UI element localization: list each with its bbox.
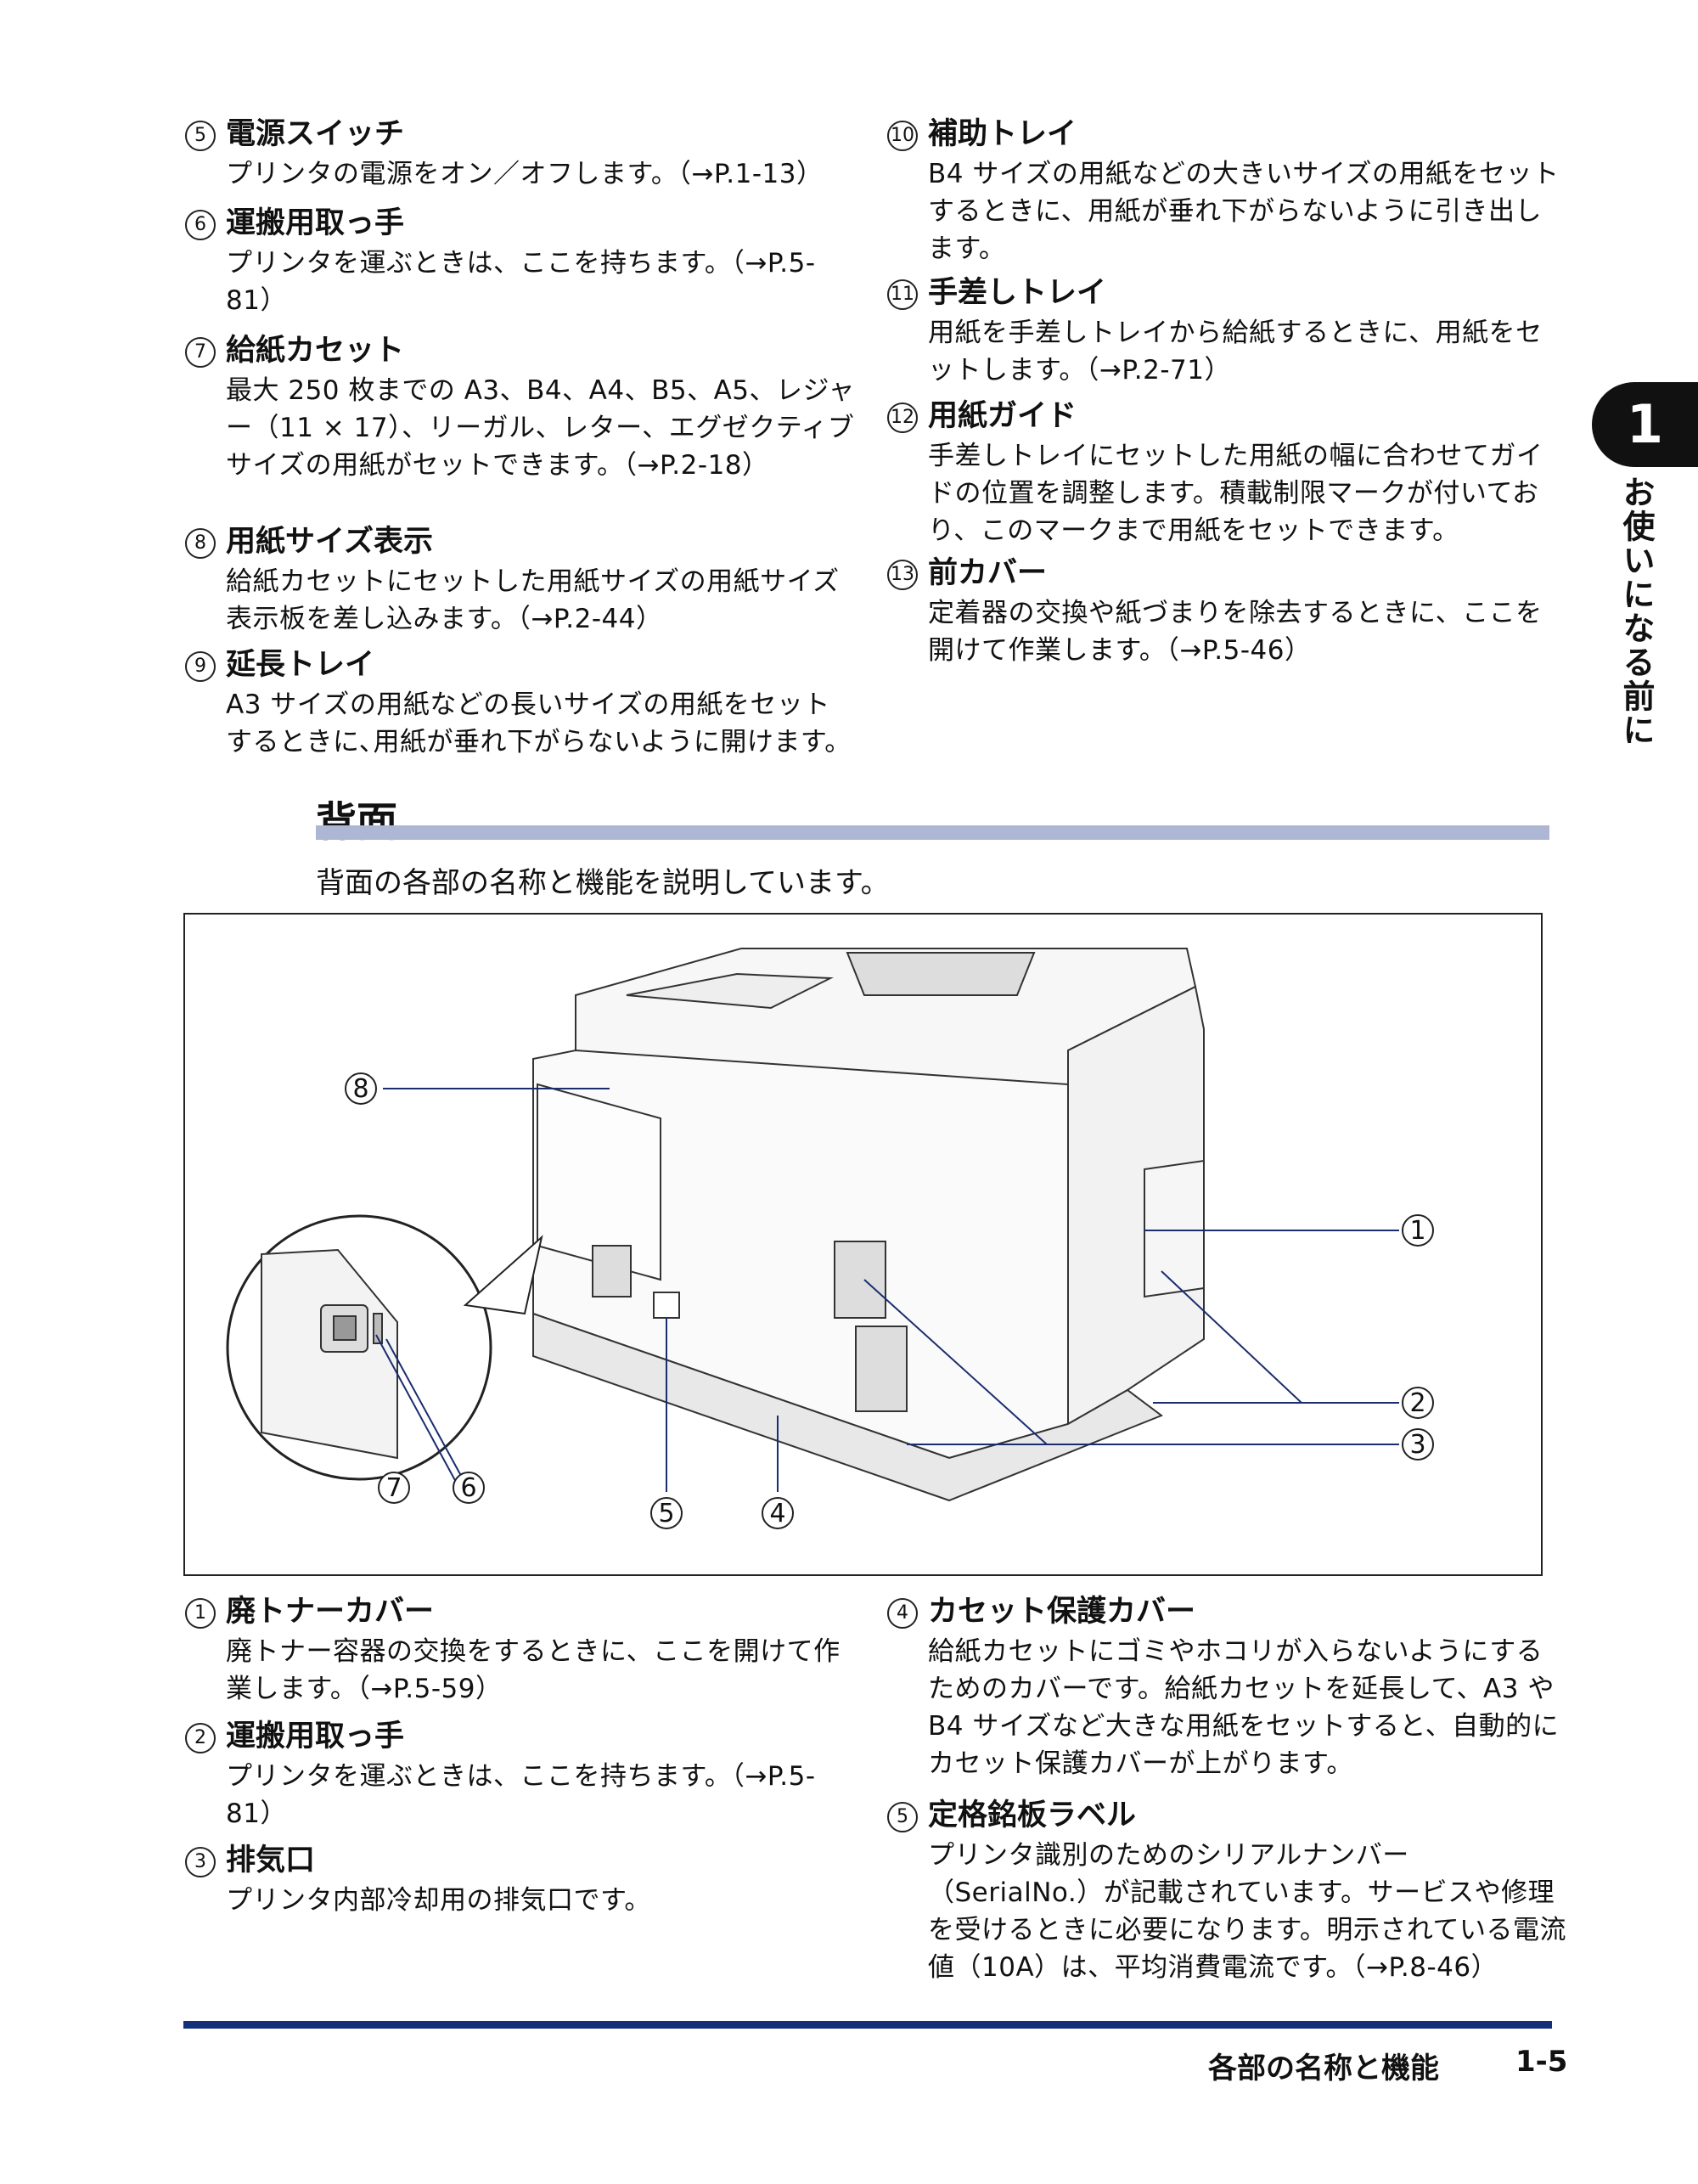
callout-number: 9: [185, 651, 216, 682]
item-title: 用紙サイズ表示: [226, 525, 433, 559]
callout-3-label: 3: [1409, 1430, 1425, 1460]
callout-2: [1402, 1387, 1434, 1419]
callout-8: [345, 1072, 377, 1105]
callout-number: 8: [185, 528, 216, 559]
item-title: カセット保護カバー: [928, 1595, 1196, 1629]
callout-number: 4: [887, 1598, 918, 1629]
item-paper-cassette: 7 給紙カセット 最大 250 枚までの A3、B4、A4、B5、A5、レジャー（…: [185, 331, 856, 484]
footer-section-title: 各部の名称と機能: [1208, 2052, 1439, 2085]
callout-number: 13: [887, 560, 918, 590]
item-extension-tray: 9 延長トレイ A3 サイズの用紙などの長いサイズの用紙をセットするときに､用紙が…: [185, 645, 856, 761]
callout-number: 10: [887, 121, 918, 151]
callout-8-label: 8: [352, 1074, 368, 1104]
item-paper-size-display: 8 用紙サイズ表示 給紙カセットにセットした用紙サイズの用紙サイズ表示板を差し込み…: [185, 522, 856, 638]
item-title: 定格銘板ラベル: [928, 1798, 1137, 1832]
callout-number: 7: [185, 337, 216, 368]
item-title: 運搬用取っ手: [226, 206, 405, 240]
item-auxiliary-tray: 10 補助トレイ B4 サイズの用紙などの大きいサイズの用紙をセットするときに、用…: [887, 115, 1566, 267]
item-title: 前カバー: [928, 556, 1048, 590]
chapter-tab[interactable]: 1: [1592, 382, 1698, 467]
callout-3: [1402, 1428, 1434, 1461]
item-description: プリンタ識別のためのシリアルナンバー（SerialNo.）が記載されています。サ…: [928, 1840, 1566, 1983]
item-description: 給紙カセットにセットした用紙サイズの用紙サイズ表示板を差し込みます。（→P.2-…: [226, 566, 840, 634]
item-title: 排気口: [226, 1843, 316, 1877]
item-front-cover: 13 前カバー 定着器の交換や紙づまりを除去するときに、ここを開けて作業します。（…: [887, 554, 1566, 669]
item-power-switch: 5 電源スイッチ プリンタの電源をオン／オフします。（→P.1-13）: [185, 115, 856, 193]
callout-1: [1402, 1214, 1434, 1247]
callout-number: 2: [185, 1723, 216, 1753]
item-rating-label: 5 定格銘板ラベル プリンタ識別のためのシリアルナンバー（SerialNo.）が記…: [887, 1796, 1566, 1986]
item-title: 補助トレイ: [928, 117, 1077, 151]
callout-4-label: 4: [769, 1499, 785, 1528]
item-title: 給紙カセット: [226, 334, 405, 368]
item-cassette-protection-cover: 4 カセット保護カバー 給紙カセットにゴミやホコリが入らないようにするためのカバー…: [887, 1592, 1566, 1782]
callout-number: 3: [185, 1847, 216, 1877]
section-intro: 背面の各部の名称と機能を説明しています。: [316, 866, 890, 900]
callout-number: 1: [185, 1598, 216, 1629]
callout-6: [453, 1472, 485, 1504]
section-underline: [316, 825, 1549, 840]
callout-6-label: 6: [460, 1473, 476, 1503]
item-description: 給紙カセットにゴミやホコリが入らないようにするためのカバーです。給紙カセットを延…: [928, 1636, 1560, 1779]
item-title: 電源スイッチ: [226, 117, 405, 151]
callout-2-label: 2: [1409, 1388, 1425, 1418]
item-paper-guide: 12 用紙ガイド 手差しトレイにセットした用紙の幅に合わせてガイドの位置を調整しま…: [887, 397, 1566, 549]
page-number: 1-5: [1515, 2045, 1568, 2079]
callout-7: [378, 1472, 410, 1504]
printer-rear-illustration: 1 2 3 4 5 6 7 8: [226, 948, 1434, 1529]
item-title: 運搬用取っ手: [226, 1720, 405, 1753]
callout-1-label: 1: [1409, 1216, 1425, 1246]
chapter-label: お使いになる前に: [1617, 476, 1655, 747]
item-description: プリンタ内部冷却用の排気口です。: [226, 1885, 651, 1916]
item-description: 定着器の交換や紙づまりを除去するときに、ここを開けて作業します。（→P.5-46…: [928, 598, 1543, 666]
callout-7-label: 7: [385, 1473, 402, 1503]
callout-5: [650, 1497, 683, 1529]
item-waste-toner-cover: 1 廃トナーカバー 廃トナー容器の交換をするときに、ここを開けて作業します。（→P…: [185, 1592, 856, 1708]
item-title: 手差しトレイ: [928, 276, 1107, 310]
callout-number: 11: [887, 279, 918, 310]
item-description: A3 サイズの用紙などの長いサイズの用紙をセットするときに､用紙が垂れ下がらない…: [226, 690, 852, 757]
callout-5-label: 5: [658, 1499, 674, 1528]
item-title: 延長トレイ: [226, 648, 375, 682]
item-description: B4 サイズの用紙などの大きいサイズの用紙をセットするときに、用紙が垂れ下がらな…: [928, 159, 1560, 264]
callout-number: 12: [887, 402, 918, 433]
item-title: 廃トナーカバー: [226, 1595, 435, 1629]
item-description: プリンタの電源をオン／オフします。（→P.1-13）: [226, 159, 824, 189]
callout-number: 5: [887, 1802, 918, 1832]
footer-rule: [183, 2021, 1552, 2029]
item-title: 用紙ガイド: [928, 399, 1077, 433]
item-carry-handle-rear: 2 運搬用取っ手 プリンタを運ぶときは、ここを持ちます。（→P.5-81）: [185, 1717, 856, 1832]
item-description: 廃トナー容器の交換をするときに、ここを開けて作業します。（→P.5-59）: [226, 1636, 841, 1704]
item-description: 手差しトレイにセットした用紙の幅に合わせてガイドの位置を調整します。積載制限マー…: [928, 441, 1543, 546]
item-description: プリンタを運ぶときは、ここを持ちます。（→P.5-81）: [226, 248, 816, 316]
printer-rear-figure: 1 2 3 4 5 6 7 8: [183, 913, 1543, 1576]
item-description: 用紙を手差しトレイから給紙するときに、用紙をセットします。（→P.2-71）: [928, 318, 1543, 386]
item-description: 最大 250 枚までの A3、B4、A4、B5、A5、レジャー（11 × 17）…: [226, 375, 855, 481]
callout-number: 6: [185, 210, 216, 240]
item-carry-handle: 6 運搬用取っ手 プリンタを運ぶときは、ここを持ちます。（→P.5-81）: [185, 204, 856, 319]
callout-4: [762, 1497, 794, 1529]
item-exhaust-vent: 3 排気口 プリンタ内部冷却用の排気口です。: [185, 1841, 856, 1919]
callout-number: 5: [185, 121, 216, 151]
item-description: プリンタを運ぶときは、ここを持ちます。（→P.5-81）: [226, 1761, 816, 1829]
item-manual-feed-tray: 11 手差しトレイ 用紙を手差しトレイから給紙するときに、用紙をセットします。（→…: [887, 273, 1566, 389]
